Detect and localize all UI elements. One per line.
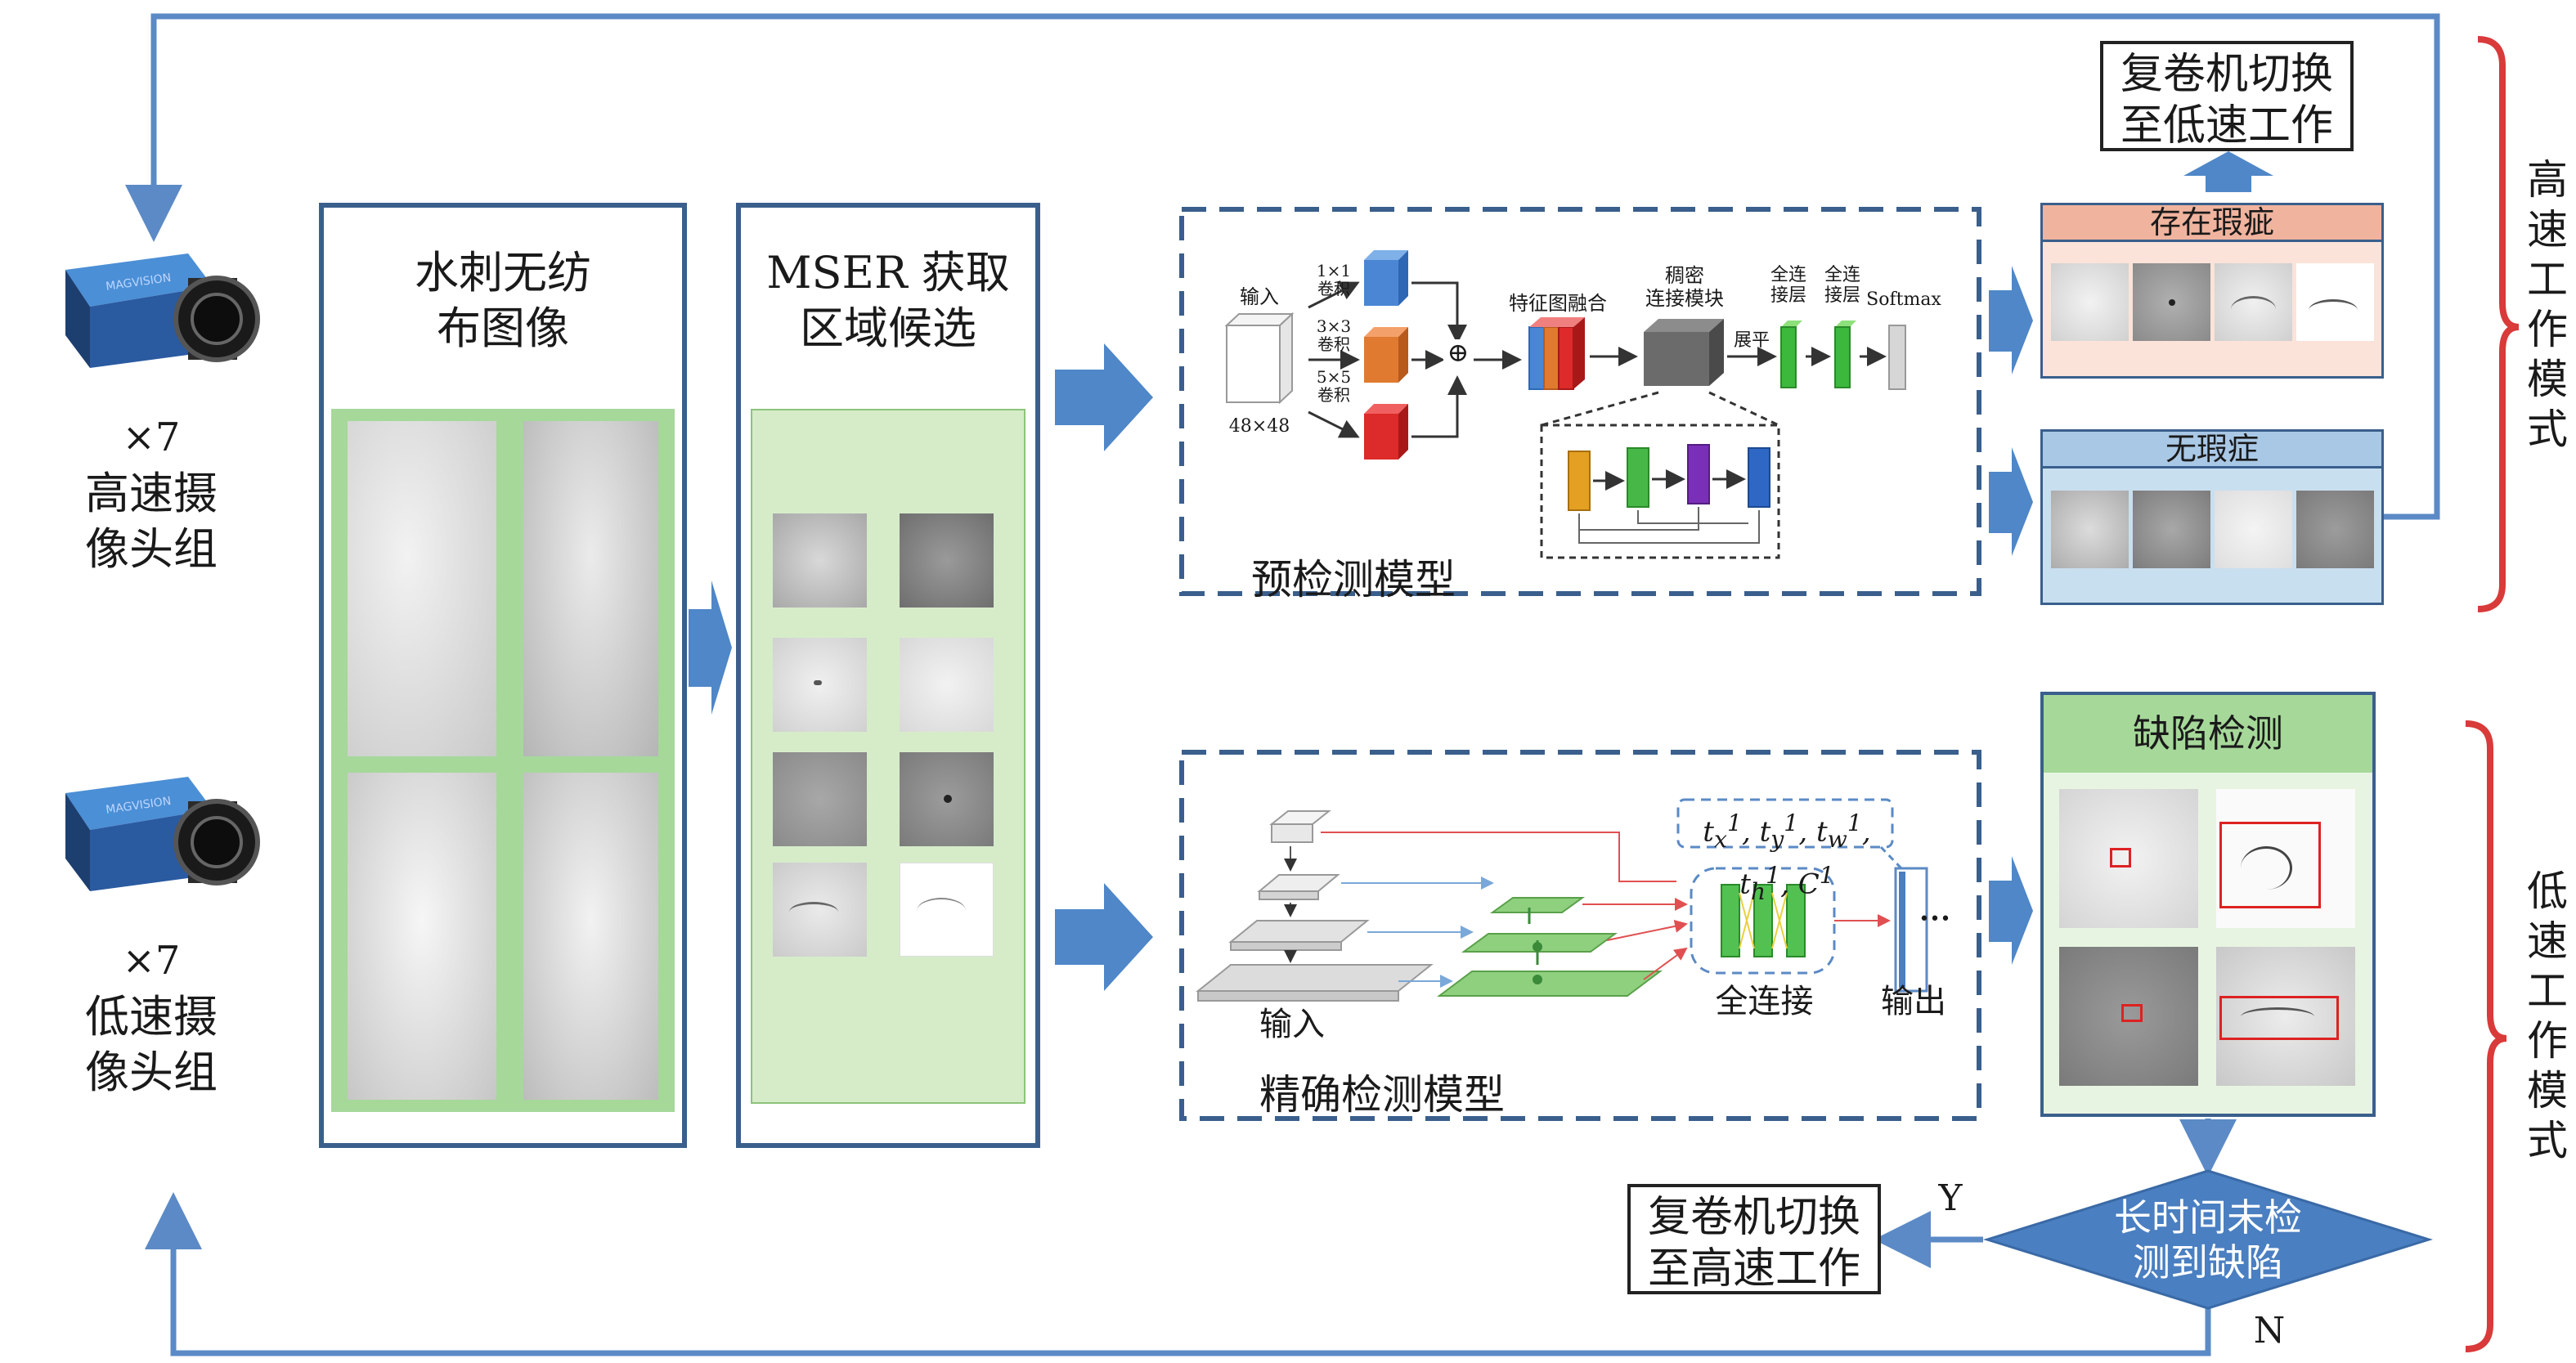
precise-to-detect-arrow <box>1989 856 2033 965</box>
fabric-image-3 <box>348 773 496 1100</box>
conv3-label: 3×3 卷积 <box>1316 316 1352 354</box>
candidate-patch <box>900 638 994 732</box>
precheck-model-title: 预检测模型 <box>1251 556 1456 603</box>
fabric-to-mser-arrow <box>689 581 732 715</box>
decision-yes-label: Y <box>1938 1177 1963 1219</box>
fc1-block <box>1780 326 1797 388</box>
high-camera-label: 高速摄 像头组 <box>85 468 218 575</box>
low-mode-bracket <box>2465 720 2507 1352</box>
conv3-block <box>1364 337 1398 383</box>
mser-to-precheck-arrow <box>1055 343 1153 451</box>
output-dots: ••• <box>1919 909 1951 930</box>
conv5-label: 5×5 卷积 <box>1316 367 1352 405</box>
softmax-block <box>1888 325 1906 390</box>
defect-sample <box>2215 263 2292 341</box>
input-cube-front <box>1226 325 1281 403</box>
candidate-patch <box>900 752 994 846</box>
fc1-label: 全连 接层 <box>1770 265 1806 307</box>
decision-text: 长时间未检 测到缺陷 <box>2114 1195 2302 1285</box>
mser-to-precise-arrow <box>1055 883 1153 991</box>
softmax-label: Softmax <box>1866 289 1941 310</box>
fc2-block <box>1834 326 1851 388</box>
detected-image <box>2059 947 2198 1086</box>
detected-image <box>2059 789 2198 928</box>
defect-sample <box>2051 263 2129 341</box>
mser-panel-title: MSER 获取 区域候选 <box>766 247 1010 354</box>
conv1-label: 1×1 卷积 <box>1316 261 1352 298</box>
precheck-network <box>1224 250 1906 559</box>
precise-input-label: 输入 <box>1259 1006 1325 1043</box>
top-feedback-line <box>125 13 2440 520</box>
decision-no-label: N <box>2253 1310 2286 1352</box>
mser-panel <box>736 203 1040 1148</box>
decision-diamond <box>1982 1169 2434 1310</box>
nodefect-sample <box>2215 491 2292 568</box>
candidate-patch <box>773 752 867 846</box>
detected-image <box>2216 947 2355 1086</box>
fabric-image-4 <box>523 773 658 1100</box>
nodefect-sample <box>2296 491 2374 568</box>
precheck-to-defect-arrow <box>1989 266 2033 374</box>
fabric-image-2 <box>523 421 658 756</box>
switch-low-box: 复卷机切换 至低速工作 <box>2100 41 2354 151</box>
low-camera-label: 低速摄 像头组 <box>85 991 218 1098</box>
bottom-feedback-line <box>145 1192 2211 1356</box>
plus-icon: ⊕ <box>1443 339 1473 365</box>
precise-model-title: 精确检测模型 <box>1259 1071 1505 1119</box>
candidate-patch <box>773 863 867 957</box>
nodefect-result-title: 无瑕症 <box>2043 432 2381 469</box>
high-camera-count: ×7 <box>122 415 181 460</box>
precheck-model-box <box>1179 207 1981 596</box>
fc2-label: 全连 接层 <box>1824 265 1860 307</box>
low-speed-mode-label: 低 速 工 作 模 式 <box>2527 868 2568 1164</box>
precheck-input-label: 输入 <box>1240 285 1279 308</box>
defect-to-switch-low-arrow <box>2183 151 2273 192</box>
precise-model-box <box>1179 750 1981 1121</box>
low-camera-count: ×7 <box>122 938 181 984</box>
dense-detail-box <box>1540 424 1780 559</box>
input-cube-side <box>1279 312 1293 405</box>
defect-sample <box>2133 263 2210 341</box>
dense-block <box>1644 332 1709 386</box>
dense-block-label: 稠密 连接模块 <box>1645 264 1724 310</box>
conv5-block <box>1364 414 1398 460</box>
high-speed-mode-label: 高 速 工 作 模 式 <box>2527 156 2568 453</box>
defect-detect-title: 缺陷检测 <box>2044 695 2372 773</box>
fabric-panel <box>319 203 687 1148</box>
nodefect-sample <box>2051 491 2129 568</box>
output-formula: tx1, ty1, tw1, th1, C1 <box>1703 809 1871 906</box>
conv1-block <box>1364 260 1398 306</box>
fabric-image-1 <box>348 421 496 756</box>
precise-network <box>1196 798 1928 1002</box>
defect-sample <box>2296 263 2374 341</box>
feature-fusion-label: 特征图融合 <box>1509 292 1607 315</box>
defect-result-title: 存在瑕疵 <box>2043 205 2381 242</box>
low-speed-camera-icon: MAGVISION <box>65 777 260 891</box>
fc-label: 全连接 <box>1715 983 1814 1020</box>
high-speed-camera-icon: MAGVISION <box>65 253 260 368</box>
candidate-patch <box>773 638 867 732</box>
output-label: 输出 <box>1881 983 1946 1020</box>
precheck-input-size: 48×48 <box>1228 416 1290 437</box>
high-mode-bracket <box>2477 36 2520 612</box>
precheck-to-nodefect-arrow <box>1989 447 2033 556</box>
candidate-patch <box>900 513 994 608</box>
switch-high-box: 复卷机切换 至高速工作 <box>1627 1184 1881 1294</box>
fabric-panel-title: 水刺无纺 布图像 <box>415 247 591 354</box>
candidate-patch <box>773 513 867 608</box>
nodefect-sample <box>2133 491 2210 568</box>
flatten-label: 展平 <box>1733 330 1770 351</box>
candidate-patch <box>900 863 994 957</box>
formula-box <box>1676 798 1894 849</box>
pyramid-top <box>1271 823 1313 843</box>
detected-image <box>2216 789 2355 928</box>
